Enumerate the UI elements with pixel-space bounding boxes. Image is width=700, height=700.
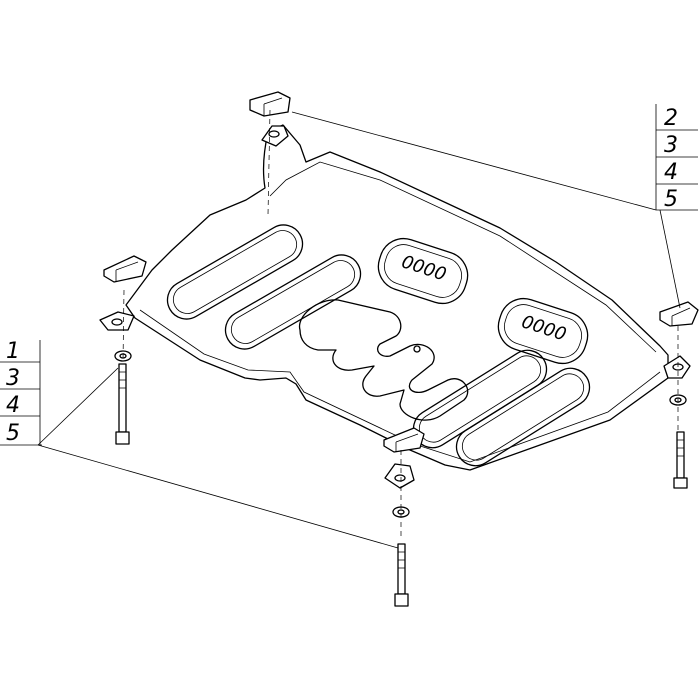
callout-left-1: 1: [6, 339, 20, 364]
slot-zigzag: [299, 299, 469, 421]
bolt-right: [673, 431, 688, 489]
assembly-axes: [122, 109, 679, 540]
callout-right: 2 3 4 5: [655, 104, 698, 212]
callout-left-3: 4: [6, 393, 20, 418]
bracket-front: [383, 427, 425, 453]
callout-right-3: 4: [664, 160, 678, 185]
bolt-left: [115, 363, 130, 445]
callout-left-2: 3: [6, 366, 20, 391]
leader-lines: [0, 111, 698, 549]
mount-tab-right: [663, 355, 691, 379]
mount-tab-left: [99, 311, 135, 331]
bracket-right: [659, 301, 699, 327]
mount-tab-front: [384, 463, 415, 489]
plate-slots: [166, 224, 591, 467]
skid-plate: [125, 124, 669, 471]
slot-1: [166, 224, 304, 320]
callout-right-1: 2: [664, 106, 678, 131]
callout-left: 1 3 4 5: [0, 339, 41, 446]
bracket-top: [249, 91, 291, 117]
center-hole: [413, 345, 421, 353]
callout-left-4: 5: [6, 421, 20, 446]
mount-tab-rear: [261, 125, 289, 147]
slot-5: [455, 367, 591, 467]
callout-right-4: 5: [664, 187, 678, 212]
callout-right-2: 3: [664, 133, 678, 158]
bracket-left: [103, 255, 147, 283]
bolt-front: [394, 543, 409, 607]
